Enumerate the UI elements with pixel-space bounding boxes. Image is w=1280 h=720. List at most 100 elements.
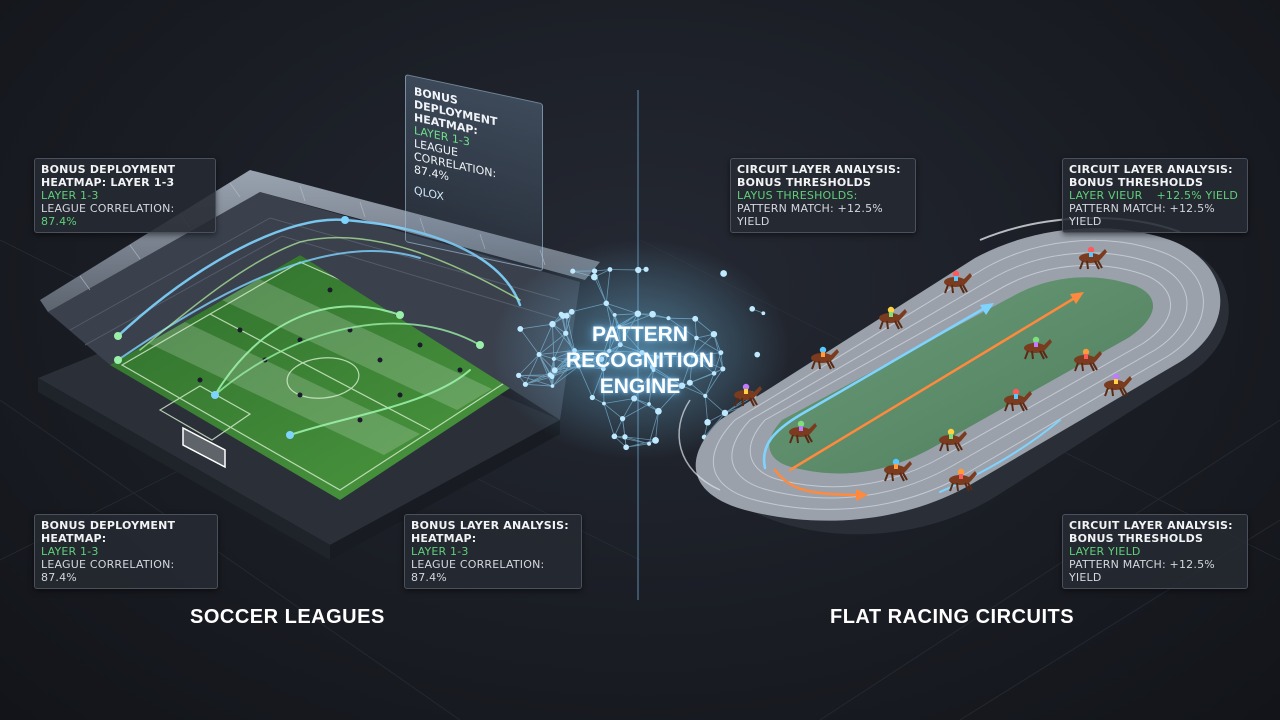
card-layer: LAYER 1-3 xyxy=(411,545,469,558)
card-title: BONUS DEPLOYMENT xyxy=(41,519,176,532)
network-node xyxy=(666,316,671,321)
network-node xyxy=(652,437,659,444)
network-node xyxy=(522,381,528,387)
soccer-card-top: BONUS DEPLOYMENT HEATMAP: LAYER 1-3 LAYE… xyxy=(34,158,216,233)
network-node xyxy=(678,382,686,389)
network-node xyxy=(690,354,695,358)
soccer-card-bottom-right: BONUS LAYER ANALYSIS: HEATMAP: LAYER 1-3… xyxy=(404,514,582,589)
network-node xyxy=(563,330,569,336)
stadium-roof xyxy=(40,170,600,312)
network-node xyxy=(570,268,576,274)
network-node xyxy=(598,356,605,363)
network-node xyxy=(576,363,582,369)
network-node xyxy=(761,311,766,316)
network-node xyxy=(622,434,628,440)
flow-arrows xyxy=(762,292,1084,501)
card-correlation-label: LEAGUE CORRELATION: xyxy=(41,202,175,215)
card-correlation: LEAGUE CORRELATION: 87.4% xyxy=(41,558,175,584)
network-node xyxy=(517,326,524,332)
horse-icon xyxy=(1074,348,1102,372)
card-subtitle: BONUS THRESHOLDS xyxy=(1069,176,1204,189)
network-node xyxy=(617,342,623,348)
network-node xyxy=(612,313,617,317)
network-node xyxy=(551,356,556,361)
network-node xyxy=(568,308,575,315)
network-node xyxy=(634,310,642,317)
network-node xyxy=(602,401,606,406)
racing-section-title: FLAT RACING CIRCUITS xyxy=(830,606,1075,628)
stadium-icon xyxy=(38,170,600,560)
network-node xyxy=(617,324,622,330)
network-node xyxy=(600,366,606,372)
card-subtitle: BONUS THRESHOLDS xyxy=(1069,532,1204,545)
card-subtitle: HEATMAP: LAYER 1-3 xyxy=(41,176,175,189)
network-node xyxy=(549,320,556,328)
horse-icon xyxy=(879,306,907,330)
horse-icon xyxy=(1004,388,1032,412)
racing-card-top-right: CIRCUIT LAYER ANALYSIS: BONUS THRESHOLDS… xyxy=(1062,158,1248,233)
network-node xyxy=(516,372,522,378)
horse-icon xyxy=(949,468,977,492)
network-node xyxy=(631,395,638,402)
network-node xyxy=(558,311,564,317)
card-pattern-match: PATTERN MATCH: +12.5% YIELD xyxy=(737,202,883,228)
card-pattern-match: PATTERN MATCH: +12.5% YIELD xyxy=(1069,558,1215,584)
network-node xyxy=(607,348,612,353)
network-node xyxy=(655,407,662,415)
racing-card-top-left: CIRCUIT LAYER ANALYSIS: BONUS THRESHOLDS… xyxy=(730,158,916,233)
neural-network-icon xyxy=(490,240,790,460)
network-node xyxy=(635,266,642,274)
network-node xyxy=(551,367,558,374)
soccer-section-title: SOCCER LEAGUES xyxy=(190,606,385,628)
network-node xyxy=(572,355,579,363)
card-layer-row: LAYER VIEUR+12.5% YIELD xyxy=(1069,189,1241,202)
card-layer: LAYER 1-3 xyxy=(41,189,99,202)
card-layer: LAYER VIEUR xyxy=(1069,189,1143,202)
card-title: CIRCUIT LAYER ANALYSIS: xyxy=(737,163,901,176)
horse-icon xyxy=(734,383,762,407)
network-node xyxy=(647,441,652,446)
horse-icon xyxy=(1104,373,1132,397)
network-node xyxy=(609,327,614,332)
soccer-card-bottom-left: BONUS DEPLOYMENT HEATMAP: LAYER 1-3 LEAG… xyxy=(34,514,218,589)
network-node xyxy=(589,394,596,401)
network-node xyxy=(603,300,610,307)
card-correlation: LEAGUE CORRELATION: 87.4% xyxy=(411,558,545,584)
card-subtitle: HEATMAP: xyxy=(411,532,477,545)
card-subtitle: BONUS THRESHOLDS xyxy=(737,176,872,189)
network-node xyxy=(710,330,718,338)
heatmap-arcs xyxy=(114,216,522,439)
network-node xyxy=(611,433,618,440)
network-node xyxy=(749,306,756,312)
card-layer: LAYER 1-3 xyxy=(41,545,99,558)
network-node xyxy=(711,371,717,376)
card-correlation-value: 87.4% xyxy=(41,215,77,228)
network-node xyxy=(754,351,761,358)
network-node xyxy=(623,444,630,451)
card-title: CIRCUIT LAYER ANALYSIS: xyxy=(1069,163,1233,176)
network-node xyxy=(647,402,651,406)
horse-icon xyxy=(1079,246,1107,270)
stadium-stand xyxy=(48,192,580,420)
network-node xyxy=(649,364,656,370)
engine-line-2: RECOGNITION xyxy=(565,349,715,372)
network-node xyxy=(654,355,660,360)
horse-icon xyxy=(944,270,972,294)
network-node xyxy=(694,335,699,341)
engine-label: PATTERN RECOGNITION ENGINE xyxy=(540,322,740,400)
network-node xyxy=(619,416,626,422)
horse-icon xyxy=(939,428,967,452)
network-node xyxy=(643,266,649,272)
network-node xyxy=(692,315,699,322)
soccer-floating-card: BONUS DEPLOYMENT HEATMAP: LAYER 1-3 LEAG… xyxy=(405,74,543,272)
card-layer: LAYER YIELD xyxy=(1069,545,1141,558)
network-node xyxy=(720,270,728,277)
card-pattern-match: PATTERN MATCH: +12.5% YIELD xyxy=(1069,202,1215,228)
network-node xyxy=(591,273,598,281)
horse-icon xyxy=(1024,336,1052,360)
horse-icon xyxy=(789,420,817,444)
network-node xyxy=(607,267,613,272)
racing-card-bottom-right: CIRCUIT LAYER ANALYSIS: BONUS THRESHOLDS… xyxy=(1062,514,1248,589)
network-node xyxy=(686,379,693,386)
